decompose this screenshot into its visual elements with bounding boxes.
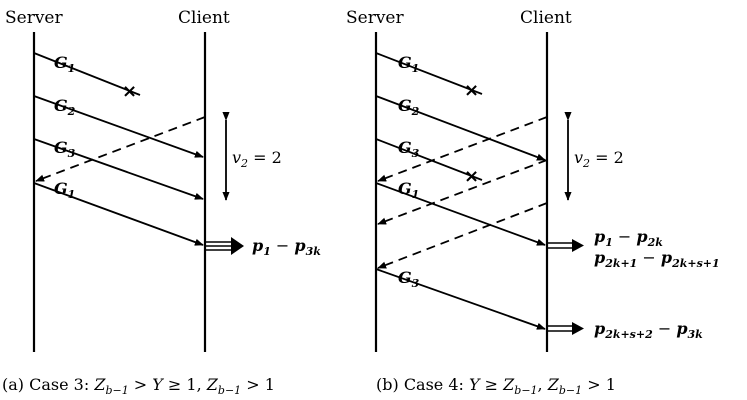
server-label: Server bbox=[346, 8, 404, 28]
output-label: p1 − p2k bbox=[594, 227, 663, 249]
panel-a: Server Client × G1 G2 G3 G1 v2 = 2 p1 − … bbox=[2, 8, 321, 397]
interval-label: v2 = 2 bbox=[232, 148, 282, 170]
packet-arrow bbox=[33, 182, 204, 246]
feedback-arrow-dashed bbox=[377, 202, 548, 269]
packet-label: G3 bbox=[398, 138, 420, 160]
server-label: Server bbox=[5, 8, 63, 28]
packet-arrow-lost bbox=[375, 52, 483, 95]
client-label: Client bbox=[520, 8, 572, 28]
panel-b: Server Client × G1 G2 × G3 G1 G3 v2 = 2 bbox=[346, 8, 720, 397]
packet-label: G3 bbox=[54, 138, 76, 160]
feedback-arrow-dashed bbox=[377, 159, 548, 225]
output-double-arrow bbox=[547, 322, 584, 335]
packet-label: G2 bbox=[54, 96, 76, 118]
caption-a: (a) Case 3: Zb−1 > Y ≥ 1, Zb−1 > 1 bbox=[2, 375, 275, 397]
feedback-arrow-dashed bbox=[377, 116, 548, 182]
packet-arrow-lost bbox=[33, 52, 141, 96]
interval-label: v2 = 2 bbox=[574, 148, 624, 170]
loss-mark-icon: × bbox=[464, 166, 479, 187]
output-triple-arrow bbox=[205, 237, 244, 255]
packet-arrow bbox=[375, 268, 546, 330]
packet-label: G1 bbox=[398, 179, 419, 201]
packet-arrow bbox=[33, 138, 204, 200]
feedback-arrow-dashed bbox=[35, 116, 206, 182]
client-label: Client bbox=[178, 8, 230, 28]
packet-arrow bbox=[375, 95, 546, 161]
packet-label: G3 bbox=[398, 268, 420, 290]
packet-arrow-lost bbox=[375, 138, 483, 181]
packet-arrow bbox=[33, 95, 204, 158]
packet-label: G1 bbox=[54, 179, 75, 201]
packet-label: G1 bbox=[54, 53, 75, 75]
packet-label: G1 bbox=[398, 53, 419, 75]
loss-mark-icon: × bbox=[122, 81, 137, 102]
loss-mark-icon: × bbox=[464, 80, 479, 101]
packet-arrow bbox=[375, 182, 546, 246]
output-label: p2k+1 − p2k+s+1 bbox=[594, 248, 720, 270]
output-label: p1 − p3k bbox=[252, 236, 321, 258]
output-double-arrow bbox=[547, 239, 584, 252]
output-label: p2k+s+2 − p3k bbox=[594, 319, 703, 341]
caption-b: (b) Case 4: Y ≥ Zb−1, Zb−1 > 1 bbox=[376, 375, 616, 397]
packet-label: G2 bbox=[398, 96, 420, 118]
